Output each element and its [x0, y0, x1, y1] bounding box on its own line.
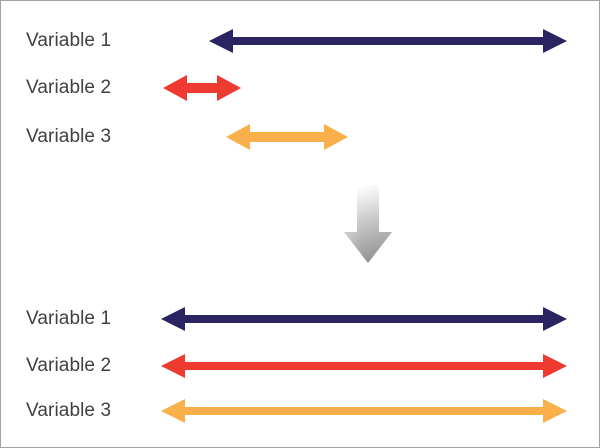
before-row-2-arrow-red: [163, 75, 241, 101]
before-row-3-arrow-orange: [226, 124, 348, 150]
after-row-1-arrow-navy: [161, 307, 567, 331]
after-row-3-arrow-orange: [161, 399, 567, 423]
before-row-1-label: Variable 1: [26, 30, 112, 51]
transition-down-arrow-icon: [344, 185, 392, 263]
before-row-2-label: Variable 2: [26, 77, 112, 98]
after-row-2-arrow-red: [161, 354, 567, 378]
after-row-1-label: Variable 1: [26, 308, 112, 329]
after-row-3-label: Variable 3: [26, 400, 112, 421]
after-row-2-label: Variable 2: [26, 355, 112, 376]
before-row-3-label: Variable 3: [26, 126, 112, 147]
before-row-1-arrow-navy: [209, 29, 567, 53]
